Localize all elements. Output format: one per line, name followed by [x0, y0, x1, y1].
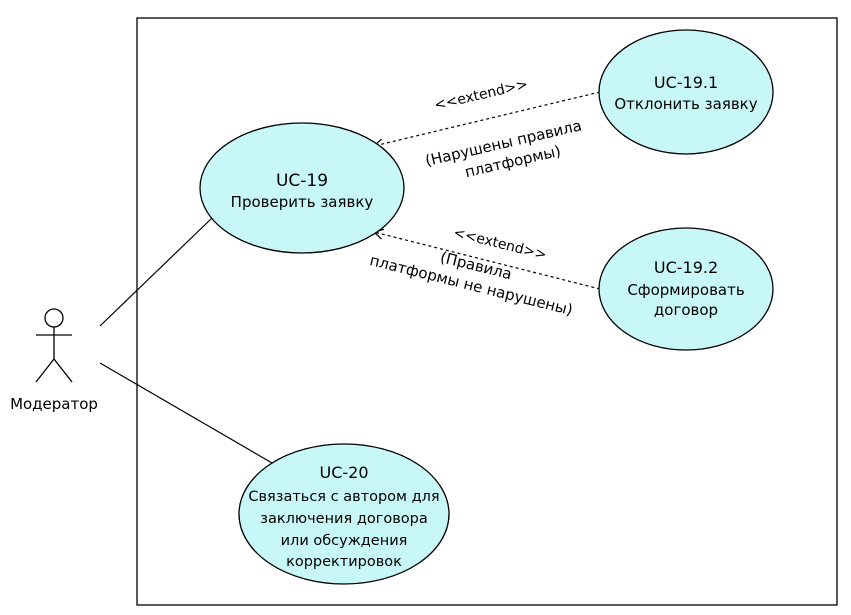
actor-moderator[interactable]: Модератор [10, 308, 98, 413]
extend-arrow-1 [372, 91, 601, 150]
actor-label: Модератор [10, 395, 98, 413]
system-boundary [136, 17, 838, 606]
use-case-uc19-2-title-line-2: договор [654, 301, 718, 319]
association-uc19 [99, 217, 213, 327]
extend-label-1: <<extend>> [433, 77, 530, 114]
use-case-uc20-id: UC-20 [319, 463, 368, 482]
use-case-uc19-2-id: UC-19.2 [654, 258, 718, 277]
use-case-uc19-1-title: Отклонить заявку [614, 95, 757, 113]
use-case-uc19-title: Проверить заявку [231, 193, 374, 211]
use-case-uc20-title-line-4: корректировок [286, 554, 402, 570]
use-case-uc19[interactable]: UC-19 Проверить заявку [199, 122, 405, 254]
use-case-uc19-2-title-line-1: Сформировать [627, 281, 744, 299]
use-case-uc20-title-line-1: Связаться с автором для [248, 489, 439, 505]
association-uc20 [99, 362, 273, 464]
use-case-uc20-title-line-2: заключения договора [260, 511, 427, 527]
use-case-uc19-1-id: UC-19.1 [654, 73, 718, 92]
use-case-uc19-id: UC-19 [276, 171, 328, 191]
actor-stick-figure-icon [35, 308, 73, 383]
use-case-uc20[interactable]: UC-20 Связаться с автором для заключения… [238, 443, 450, 585]
use-case-uc20-title-line-3: или обсуждения [281, 533, 408, 549]
extend-arrow-2 [372, 228, 601, 290]
use-case-uc19-1[interactable]: UC-19.1 Отклонить заявку [598, 29, 774, 155]
use-case-uc19-2[interactable]: UC-19.2 Сформировать договор [598, 227, 774, 351]
